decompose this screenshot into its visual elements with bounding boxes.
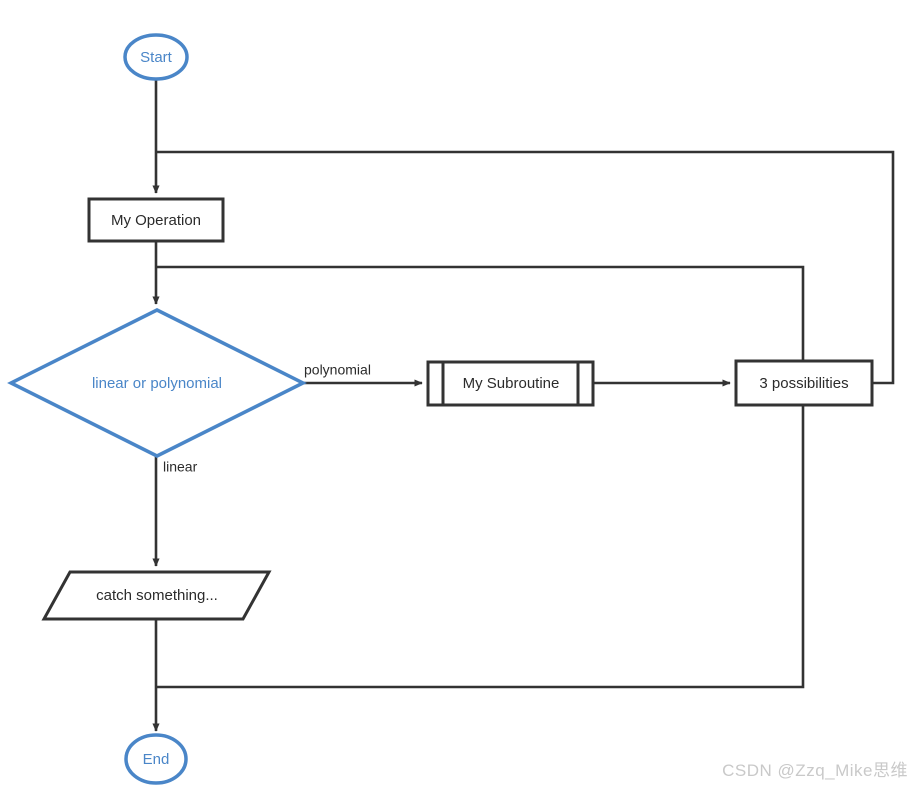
node-end[interactable]: [124, 733, 188, 785]
edge-label-linear: linear: [163, 459, 198, 475]
node-start-label: Start: [140, 49, 173, 66]
edge-possibilities-loop-top: [156, 150, 895, 385]
node-decision[interactable]: [7, 308, 307, 458]
node-start[interactable]: [123, 33, 189, 81]
edge-possibilities-loop-bottom: [156, 405, 805, 689]
node-three-possibilities-label: 3 possibilities: [759, 375, 848, 392]
node-end-label: End: [143, 751, 170, 768]
node-my-subroutine[interactable]: [426, 360, 595, 407]
node-catch-something[interactable]: [41, 570, 272, 621]
node-my-operation[interactable]: [87, 197, 225, 243]
edge-label-polynomial: polynomial: [304, 362, 371, 378]
node-catch-something-label: catch something...: [96, 587, 218, 604]
node-my-operation-label: My Operation: [111, 212, 201, 229]
watermark-text: CSDN @Zzq_Mike思维: [722, 761, 908, 780]
edge-possibilities-loop-mid: [156, 265, 805, 361]
node-three-possibilities[interactable]: [734, 359, 874, 407]
node-my-subroutine-label: My Subroutine: [463, 375, 560, 392]
node-decision-label: linear or polynomial: [92, 375, 222, 392]
